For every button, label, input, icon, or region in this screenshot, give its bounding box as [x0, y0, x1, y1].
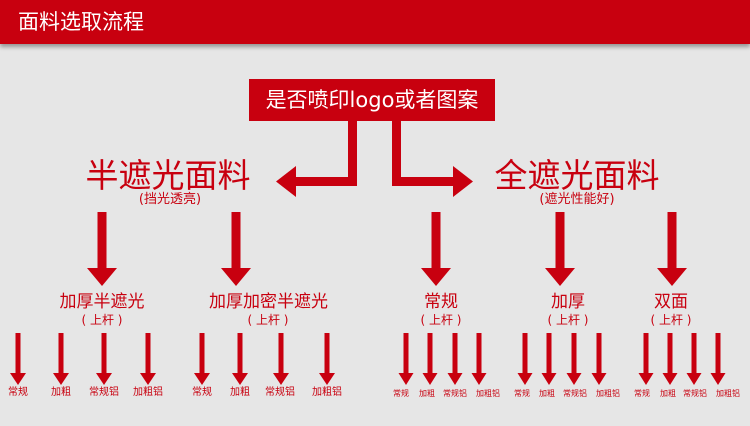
- connector-left: [276, 121, 357, 197]
- down-arrow: [194, 333, 210, 385]
- down-arrow: [87, 212, 117, 286]
- down-arrow: [447, 333, 463, 385]
- leaf-label: 加粗: [230, 387, 250, 398]
- down-arrow: [140, 333, 156, 385]
- down-arrow: [686, 333, 702, 385]
- down-arrow: [398, 333, 414, 385]
- leaf-label: 常规铝: [563, 389, 587, 398]
- option-label: 加厚: [551, 292, 585, 312]
- option-note: ( 上杆 ): [547, 313, 589, 327]
- leaf-label: 常规铝: [265, 387, 295, 398]
- leaf-label: 加粗铝: [476, 389, 500, 398]
- leaf-label: 常规: [8, 387, 28, 398]
- branch-note-semi-blackout: (挡光透亮): [138, 192, 202, 207]
- down-arrow: [422, 333, 438, 385]
- down-arrow: [566, 333, 582, 385]
- down-arrow: [319, 333, 335, 385]
- option-label: 常规: [424, 292, 458, 312]
- leaf-label: 常规: [192, 387, 212, 398]
- down-arrow: [96, 333, 112, 385]
- connector-right: [392, 121, 473, 197]
- leaf-label: 加粗铝: [312, 387, 342, 398]
- option-note: ( 上杆 ): [81, 313, 123, 327]
- down-arrow: [421, 212, 451, 286]
- down-arrow: [591, 333, 607, 385]
- leaf-label: 加粗铝: [716, 389, 740, 398]
- leaf-label: 常规: [393, 389, 409, 398]
- down-arrow: [10, 333, 26, 385]
- option-label: 加厚加密半遮光: [209, 292, 328, 312]
- down-arrow: [53, 333, 69, 385]
- root-question-box: 是否喷印logo或者图案: [249, 79, 495, 121]
- down-arrow: [232, 333, 248, 385]
- leaf-label: 加粗: [419, 389, 435, 398]
- leaf-label: 加粗铝: [596, 389, 620, 398]
- leaf-label: 加粗: [539, 389, 555, 398]
- header-bar: 面料选取流程: [0, 0, 750, 44]
- down-arrow: [541, 333, 557, 385]
- leaf-label: 加粗: [660, 389, 676, 398]
- option-label: 双面: [654, 292, 688, 312]
- leaf-label: 常规铝: [443, 389, 467, 398]
- leaf-label: 常规铝: [683, 389, 707, 398]
- down-arrow: [657, 212, 687, 286]
- option-note: ( 上杆 ): [247, 313, 289, 327]
- option-label: 加厚半遮光: [59, 292, 145, 312]
- leaf-label: 常规: [514, 389, 530, 398]
- option-note: ( 上杆 ): [420, 313, 462, 327]
- down-arrow: [710, 333, 726, 385]
- branch-title-semi-blackout: 半遮光面料: [85, 156, 251, 195]
- branch-note-full-blackout: (遮光性能好): [539, 192, 615, 207]
- down-arrow: [273, 333, 289, 385]
- page-title: 面料选取流程: [18, 10, 144, 34]
- down-arrow: [545, 212, 575, 286]
- down-arrow: [517, 333, 533, 385]
- leaf-label: 加粗铝: [133, 387, 163, 398]
- down-arrow: [221, 212, 251, 286]
- down-arrow: [471, 333, 487, 385]
- down-arrow: [662, 333, 678, 385]
- leaf-label: 常规: [634, 389, 650, 398]
- leaf-label: 加粗: [51, 387, 71, 398]
- down-arrow: [638, 333, 654, 385]
- leaf-label: 常规铝: [89, 387, 119, 398]
- option-note: ( 上杆 ): [650, 313, 692, 327]
- branch-title-full-blackout: 全遮光面料: [494, 156, 660, 195]
